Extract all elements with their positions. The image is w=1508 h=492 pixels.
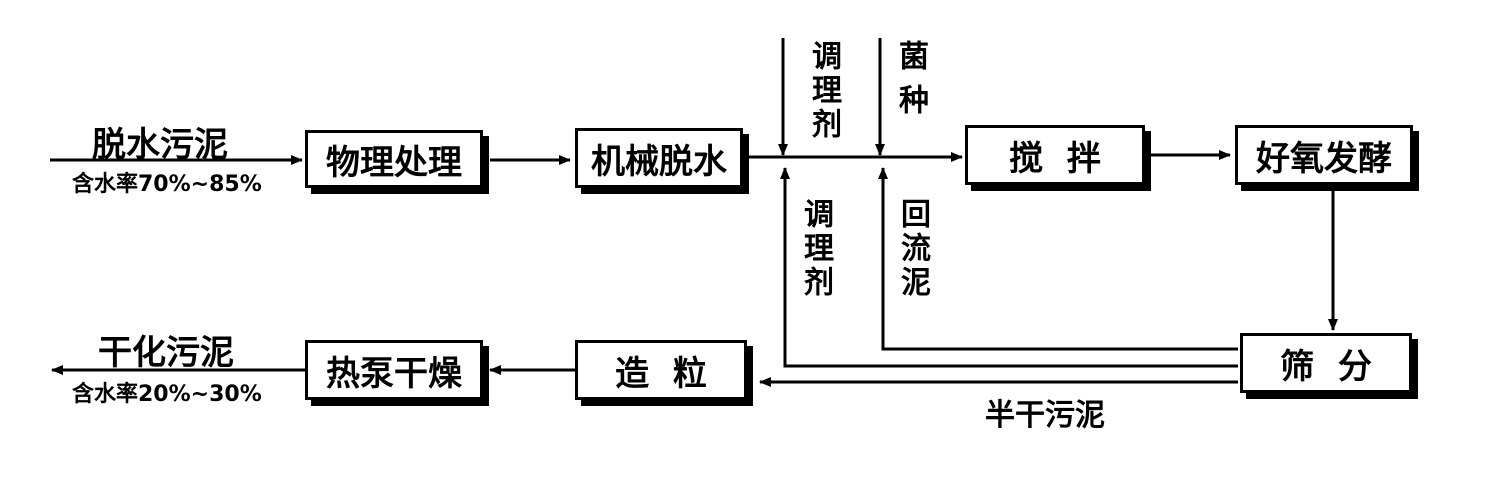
arrow-return-sludge [878,167,1238,351]
input-title: 脱水污泥 [92,125,228,165]
box-pretreatment: 物理处理 [305,130,483,188]
label-inoculum: 菌种 [893,40,928,128]
box-aerobic-fermentation: 好氧发酵 [1235,125,1413,185]
label-semi-dry-sludge: 半干污泥 [985,398,1105,433]
label-conditioner-return: 调理剂 [798,198,833,300]
input-moisture: 含水率70%~85% [72,172,262,197]
output-title: 干化污泥 [98,333,234,373]
box-mixing: 搅 拌 [965,125,1145,185]
box-screening: 筛 分 [1240,333,1412,393]
output-moisture: 含水率20%~30% [72,382,262,407]
label-return-sludge: 回流泥 [895,198,930,300]
box-granulation: 造 粒 [575,340,747,400]
box-heat-drying: 热泵干燥 [305,340,483,400]
label-conditioner-top: 调理剂 [806,40,841,142]
box-mechanical-dewatering: 机械脱水 [575,128,743,188]
arrow-conditioner-return [780,167,1238,368]
